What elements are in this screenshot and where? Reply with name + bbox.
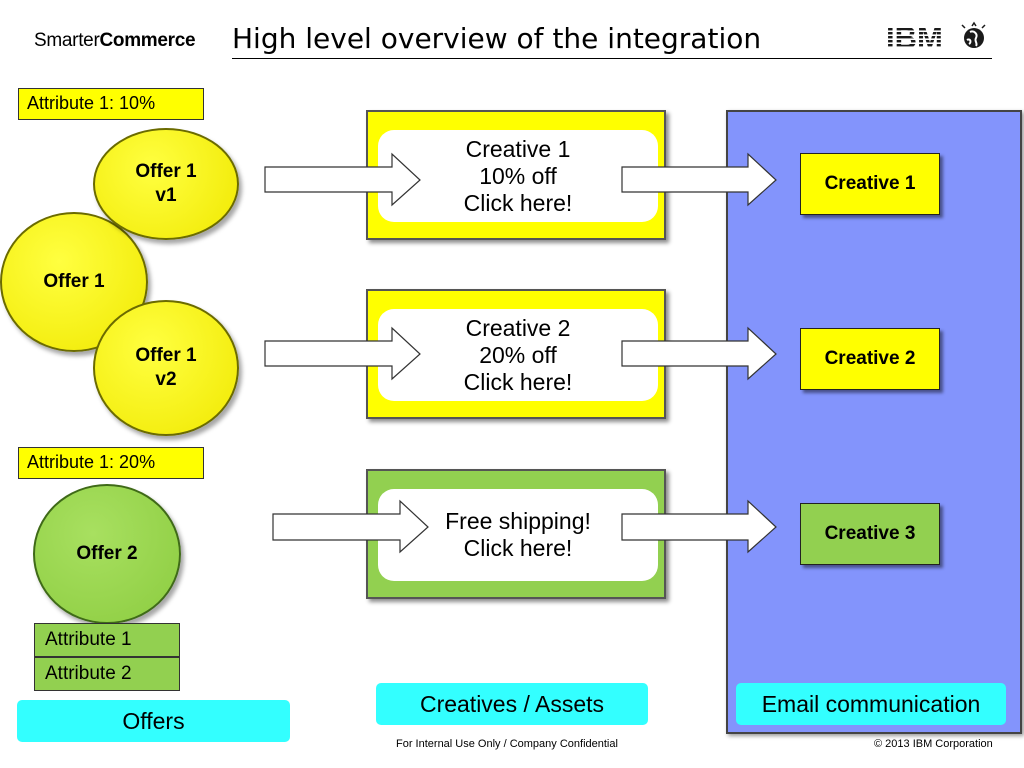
attribute-10-label: Attribute 1: 10%	[18, 88, 204, 120]
creative2-text: Creative 2 20% off Click here!	[378, 309, 658, 401]
offer1-v1-circle: Offer 1 v1	[93, 128, 239, 240]
email-creative1-box: Creative 1	[800, 153, 940, 215]
arrow-creative3-to-email	[621, 499, 777, 554]
globe-icon	[961, 21, 986, 48]
arrow-offer2-to-creative3	[272, 499, 429, 554]
brand-light: Smarter	[34, 30, 100, 51]
ibm-logo-text: IBM	[886, 20, 943, 54]
confidential-note: For Internal Use Only / Company Confiden…	[396, 738, 618, 750]
smartercommerce-logo: SmarterCommerce	[34, 30, 196, 52]
creative3-text: Free shipping! Click here!	[378, 489, 658, 581]
email-caption: Email communication	[736, 683, 1006, 725]
arrow-offer1v2-to-creative2	[264, 326, 421, 381]
arrow-creative1-to-email	[621, 152, 777, 207]
creative1-text: Creative 1 10% off Click here!	[378, 130, 658, 222]
arrow-creative2-to-email	[621, 326, 777, 381]
attribute-1-row: Attribute 1	[34, 623, 180, 657]
email-creative2-box: Creative 2	[800, 328, 940, 390]
creative1-panel: Creative 1 10% off Click here!	[366, 110, 666, 240]
title-divider	[232, 58, 992, 59]
arrow-offer1v1-to-creative1	[264, 152, 421, 207]
attribute-20-label: Attribute 1: 20%	[18, 447, 204, 479]
creatives-caption: Creatives / Assets	[376, 683, 648, 725]
offer2-circle: Offer 2	[33, 484, 181, 624]
attribute-2-row: Attribute 2	[34, 657, 180, 691]
ibm-logo: IBM	[886, 20, 986, 54]
brand-bold: Commerce	[99, 30, 196, 51]
email-creative3-box: Creative 3	[800, 503, 940, 565]
copyright: © 2013 IBM Corporation	[874, 738, 993, 750]
offers-caption: Offers	[17, 700, 290, 742]
offer1-v2-circle: Offer 1 v2	[93, 300, 239, 436]
page-title: High level overview of the integration	[232, 22, 762, 55]
